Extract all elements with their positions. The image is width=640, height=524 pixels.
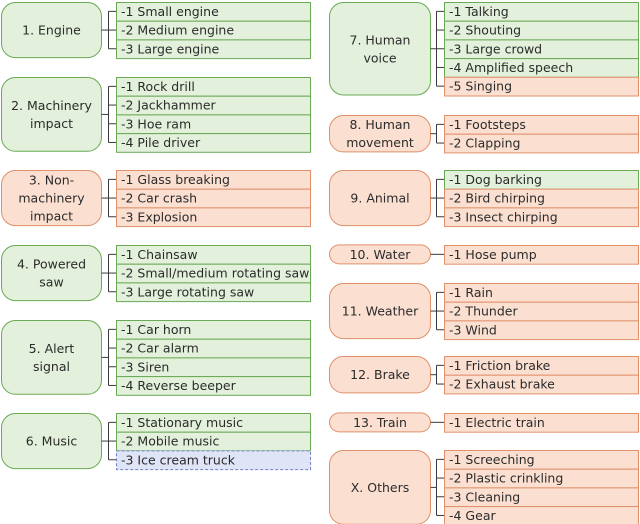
item-label: -2 Small/medium rotating saw <box>121 266 309 281</box>
category-group-water: 10. Water -1 Hose pump <box>329 244 639 265</box>
item-box <box>444 506 639 524</box>
item-label: -1 Car horn <box>121 322 191 337</box>
category-label-engine: 1. Engine <box>22 23 81 38</box>
item-label: -3 Cleaning <box>449 489 520 504</box>
item-box <box>116 376 311 396</box>
item-label: -1 Chainsaw <box>121 247 198 262</box>
item-label: -1 Rain <box>449 285 493 300</box>
item-box <box>116 133 311 153</box>
category-group-animal: 9. Animal -1 Dog barking -2 Bird chirping -… <box>329 170 639 228</box>
category-label-others: X. Others <box>351 480 410 495</box>
category-group-human-voice: 7. Human voice -1 Talking -2 Shouting -3 Lar… <box>329 2 639 97</box>
item-label: -3 Large engine <box>121 41 220 56</box>
item-label: -3 Ice cream truck <box>121 452 236 467</box>
item-box <box>444 133 639 154</box>
item-box <box>116 450 311 471</box>
item-label: -2 Jackhammer <box>121 98 217 113</box>
item-box <box>116 282 311 303</box>
item-label: -2 Thunder <box>449 304 518 319</box>
item-label: -2 Shouting <box>449 23 521 38</box>
item-box <box>444 245 639 265</box>
category-label-animal: 9. Animal <box>350 191 409 206</box>
item-label: -1 Hose pump <box>449 247 537 262</box>
category-group-non-machinery-impact: 3. Non-machinery impact -1 Glass breaking -… <box>1 170 311 228</box>
category-group-alert-signal: 5. Alert signal -1 Car horn -2 Car alarm -3 … <box>1 320 311 396</box>
item-label: -4 Gear <box>449 508 496 523</box>
item-label: -5 Singing <box>449 79 512 94</box>
item-label: -3 Siren <box>121 359 169 374</box>
item-label: -1 Friction brake <box>449 358 551 373</box>
category-group-human-movement: 8. Human movement -1 Footsteps -2 Clapping <box>329 115 639 154</box>
category-label-non-machinery-impact: machinery <box>18 191 85 206</box>
category-group-engine: 1. Engine -1 Small engine -2 Medium engine… <box>1 2 311 60</box>
category-label-music: 6. Music <box>26 434 78 449</box>
item-label: -4 Reverse beeper <box>121 378 237 393</box>
category-group-others: X. Others -1 Screeching -2 Plastic crinkli… <box>329 450 639 524</box>
item-label: -3 Large crowd <box>449 41 542 56</box>
category-label-human-voice: voice <box>363 50 396 65</box>
item-label: -2 Medium engine <box>121 23 234 38</box>
category-box-powered-saw <box>1 245 102 302</box>
category-label-human-movement: 8. Human <box>350 117 411 132</box>
category-box-alert-signal <box>1 320 102 395</box>
category-label-water: 10. Water <box>350 247 412 262</box>
category-group-machinery-impact: 2. Machinery impact -1 Rock drill -2 Jackha… <box>1 77 311 153</box>
item-label: -3 Hoe ram <box>121 116 191 131</box>
category-label-machinery-impact: 2. Machinery <box>11 98 92 113</box>
category-label-weather: 11. Weather <box>342 304 419 319</box>
item-label: -2 Plastic crinkling <box>449 471 563 486</box>
item-box <box>444 413 639 433</box>
item-label: -1 Glass breaking <box>121 172 230 187</box>
category-label-alert-signal: signal <box>33 359 70 374</box>
category-label-human-movement: movement <box>346 135 414 150</box>
item-label: -1 Small engine <box>121 4 219 19</box>
category-group-brake: 12. Brake -1 Friction brake -2 Exhaust bra… <box>329 356 639 395</box>
item-label: -2 Car crash <box>121 191 197 206</box>
category-label-non-machinery-impact: 3. Non- <box>29 173 74 188</box>
item-label: -1 Electric train <box>449 415 545 430</box>
category-label-brake: 12. Brake <box>350 367 410 382</box>
category-label-machinery-impact: impact <box>30 116 73 131</box>
category-label-train: 13. Train <box>353 415 407 430</box>
category-group-music: 6. Music -1 Stationary music -2 Mobile mus… <box>1 413 311 471</box>
item-label: -3 Wind <box>449 322 497 337</box>
item-label: -3 Explosion <box>121 209 197 224</box>
item-label: -1 Screeching <box>449 452 535 467</box>
item-box <box>116 39 311 60</box>
item-label: -4 Pile driver <box>121 135 201 150</box>
category-box-human-voice <box>329 2 431 96</box>
item-box <box>116 207 311 228</box>
item-label: -2 Exhaust brake <box>449 377 555 392</box>
item-label: -1 Stationary music <box>121 415 243 430</box>
item-box <box>444 207 639 228</box>
item-label: -3 Large rotating saw <box>121 284 254 299</box>
item-label: -2 Mobile music <box>121 434 219 449</box>
item-label: -3 Insect chirping <box>449 209 558 224</box>
item-label: -1 Footsteps <box>449 117 526 132</box>
category-group-powered-saw: 4. Powered saw -1 Chainsaw -2 Small/medium … <box>1 245 311 303</box>
category-label-human-voice: 7. Human <box>350 32 411 47</box>
category-group-weather: 11. Weather -1 Rain -2 Thunder -3 Wind <box>329 283 639 341</box>
item-box <box>444 76 639 97</box>
item-box <box>444 374 639 395</box>
item-label: -1 Talking <box>449 4 509 19</box>
item-label: -2 Car alarm <box>121 341 199 356</box>
category-label-non-machinery-impact: impact <box>30 209 73 224</box>
category-box-machinery-impact <box>1 77 102 152</box>
item-label: -1 Dog barking <box>449 172 542 187</box>
category-label-powered-saw: 4. Powered <box>17 257 86 272</box>
item-label: -4 Amplified speech <box>449 60 573 75</box>
category-label-powered-saw: saw <box>39 275 63 290</box>
category-group-train: 13. Train -1 Electric train <box>329 412 639 433</box>
item-label: -1 Rock drill <box>121 79 195 94</box>
item-label: -2 Clapping <box>449 136 521 151</box>
category-label-alert-signal: 5. Alert <box>29 341 75 356</box>
item-label: -2 Bird chirping <box>449 191 545 206</box>
item-box <box>444 320 639 341</box>
